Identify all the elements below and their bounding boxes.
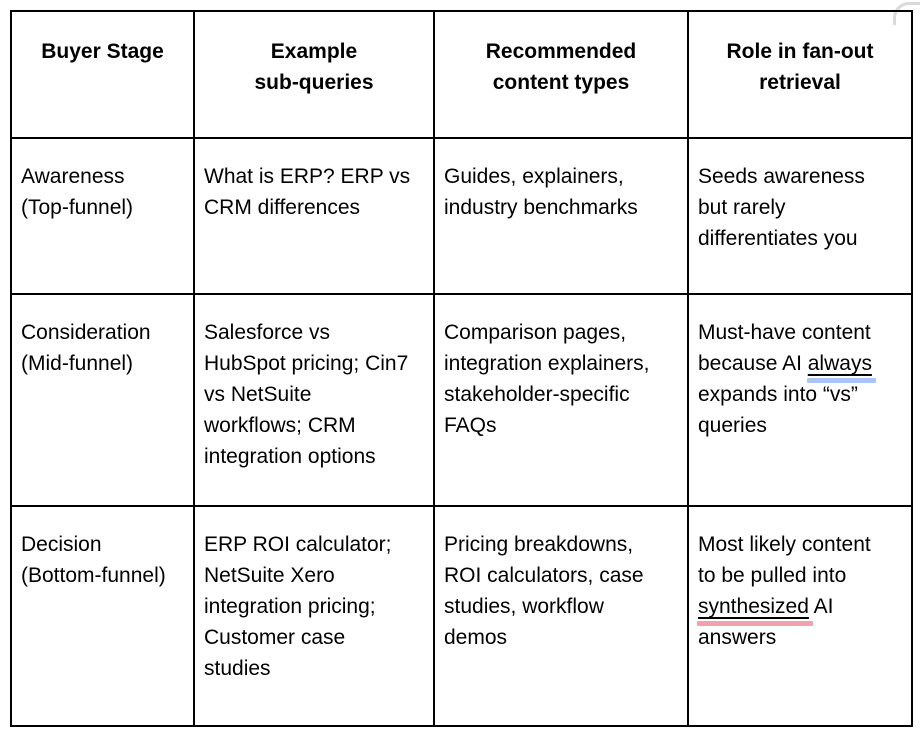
cell-decision-example-sub-queries[interactable]: ERP ROI calculator; NetSuite Xero integr…: [193, 505, 435, 727]
cell-consideration-role-in-fan-out-retrieval[interactable]: Must-have content because AI always expa…: [687, 293, 913, 507]
column-header-example-sub-queries[interactable]: Example sub-queries: [193, 10, 435, 139]
grammar-suggestion-word[interactable]: always: [807, 352, 872, 375]
column-header-role-in-fan-out-retrieval[interactable]: Role in fan-out retrieval: [687, 10, 913, 139]
cell-awareness-role-in-fan-out-retrieval[interactable]: Seeds awareness but rarely differentiate…: [687, 137, 913, 295]
column-header-recommended-content-types[interactable]: Recommended content types: [433, 10, 689, 139]
table-row-awareness: Awareness (Top-funnel)What is ERP? ERP v…: [10, 137, 913, 295]
cell-awareness-buyer-stage[interactable]: Awareness (Top-funnel): [10, 137, 195, 295]
cell-consideration-example-sub-queries[interactable]: Salesforce vs HubSpot pricing; Cin7 vs N…: [193, 293, 435, 507]
cell-decision-buyer-stage[interactable]: Decision (Bottom-funnel): [10, 505, 195, 727]
table-body: Awareness (Top-funnel)What is ERP? ERP v…: [10, 137, 913, 727]
cell-decision-recommended-content-types[interactable]: Pricing breakdowns, ROI calculators, cas…: [433, 505, 689, 727]
cell-decision-role-in-fan-out-retrieval[interactable]: Most likely content to be pulled into sy…: [687, 505, 913, 727]
cell-awareness-example-sub-queries[interactable]: What is ERP? ERP vs CRM differences: [193, 137, 435, 295]
spelling-suggestion-word[interactable]: synthesized: [698, 595, 809, 618]
column-header-buyer-stage[interactable]: Buyer Stage: [10, 10, 195, 139]
cell-consideration-buyer-stage[interactable]: Consideration (Mid-funnel): [10, 293, 195, 507]
cell-awareness-recommended-content-types[interactable]: Guides, explainers, industry benchmarks: [433, 137, 689, 295]
cell-consideration-recommended-content-types[interactable]: Comparison pages, integration explainers…: [433, 293, 689, 507]
table-row-decision: Decision (Bottom-funnel)ERP ROI calculat…: [10, 505, 913, 727]
table-row-consideration: Consideration (Mid-funnel)Salesforce vs …: [10, 293, 913, 507]
